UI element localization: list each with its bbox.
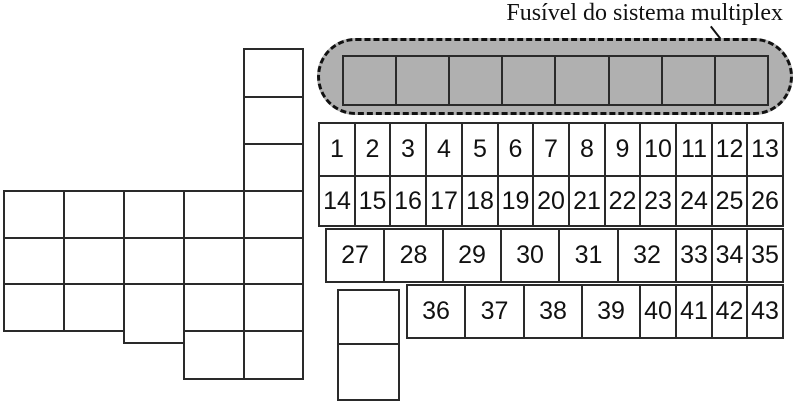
fuse-cell-32: 32 (617, 228, 677, 283)
fuse-cell-11: 11 (675, 122, 713, 177)
fuse-cell-4: 4 (425, 122, 463, 177)
fuse-cell-10: 10 (639, 122, 677, 177)
fuse-cell-15: 15 (354, 175, 391, 227)
fuse-cell-19: 19 (497, 175, 534, 227)
fuse-cell-18: 18 (461, 175, 499, 227)
relay-cell (183, 330, 245, 380)
fuse-cell-9: 9 (604, 122, 641, 177)
fuse-cell-16: 16 (389, 175, 427, 227)
fuse-cell-35: 35 (746, 228, 784, 283)
fuse-cell-6: 6 (497, 122, 534, 177)
relay-cell (63, 283, 125, 332)
relay-cell (3, 237, 65, 285)
relay-cell (183, 190, 245, 239)
fuse-cell-36: 36 (406, 284, 466, 339)
fuse-cell-2: 2 (354, 122, 391, 177)
fuse-cell-34: 34 (711, 228, 748, 283)
relay-cell (63, 190, 125, 239)
fuse-cell-30: 30 (500, 228, 560, 283)
relay-cell (183, 237, 245, 285)
multiplex-fuse-block (317, 38, 793, 115)
tall-column-cell (243, 330, 304, 380)
fuse-cell-28: 28 (383, 228, 444, 283)
relay-cell (123, 190, 185, 239)
fuse-cell-41: 41 (675, 284, 713, 339)
multiplex-fuse (501, 55, 556, 106)
fuse-cell-24: 24 (675, 175, 713, 227)
fuse-cell-39: 39 (581, 284, 641, 339)
fuse-cell-26: 26 (746, 175, 784, 227)
multiplex-system-fuse-label: Fusível do sistema multiplex (506, 0, 783, 26)
fuse-cell-23: 23 (639, 175, 677, 227)
bottom-connector-cell (337, 343, 400, 401)
fuse-cell-38: 38 (523, 284, 583, 339)
fuse-cell-29: 29 (442, 228, 502, 283)
fuse-cell-7: 7 (532, 122, 570, 177)
fuse-cell-3: 3 (389, 122, 427, 177)
relay-cell-offset (123, 283, 185, 344)
fuse-cell-43: 43 (746, 284, 784, 339)
fuse-cell-31: 31 (558, 228, 619, 283)
multiplex-fuse (554, 55, 610, 106)
fuse-cell-40: 40 (639, 284, 677, 339)
fuse-cell-33: 33 (675, 228, 713, 283)
fuse-cell-25: 25 (711, 175, 748, 227)
tall-column-cell (243, 283, 304, 332)
fuse-cell-17: 17 (425, 175, 463, 227)
fuse-cell-42: 42 (711, 284, 748, 339)
relay-cell (3, 283, 65, 332)
fuse-cell-13: 13 (746, 122, 784, 177)
fuse-cell-12: 12 (711, 122, 748, 177)
fuse-cell-8: 8 (568, 122, 606, 177)
fuse-cell-22: 22 (604, 175, 641, 227)
fuse-cell-37: 37 (464, 284, 525, 339)
multiplex-fuse (342, 55, 397, 106)
fuse-cell-21: 21 (568, 175, 606, 227)
multiplex-fuse (714, 55, 769, 106)
fuse-cell-14: 14 (318, 175, 356, 227)
relay-cell (123, 237, 185, 285)
fuse-cell-20: 20 (532, 175, 570, 227)
fuse-cell-27: 27 (325, 228, 385, 283)
fuse-cell-1: 1 (318, 122, 356, 177)
fuse-cell-5: 5 (461, 122, 499, 177)
multiplex-fuse (395, 55, 450, 106)
multiplex-fuse (661, 55, 716, 106)
